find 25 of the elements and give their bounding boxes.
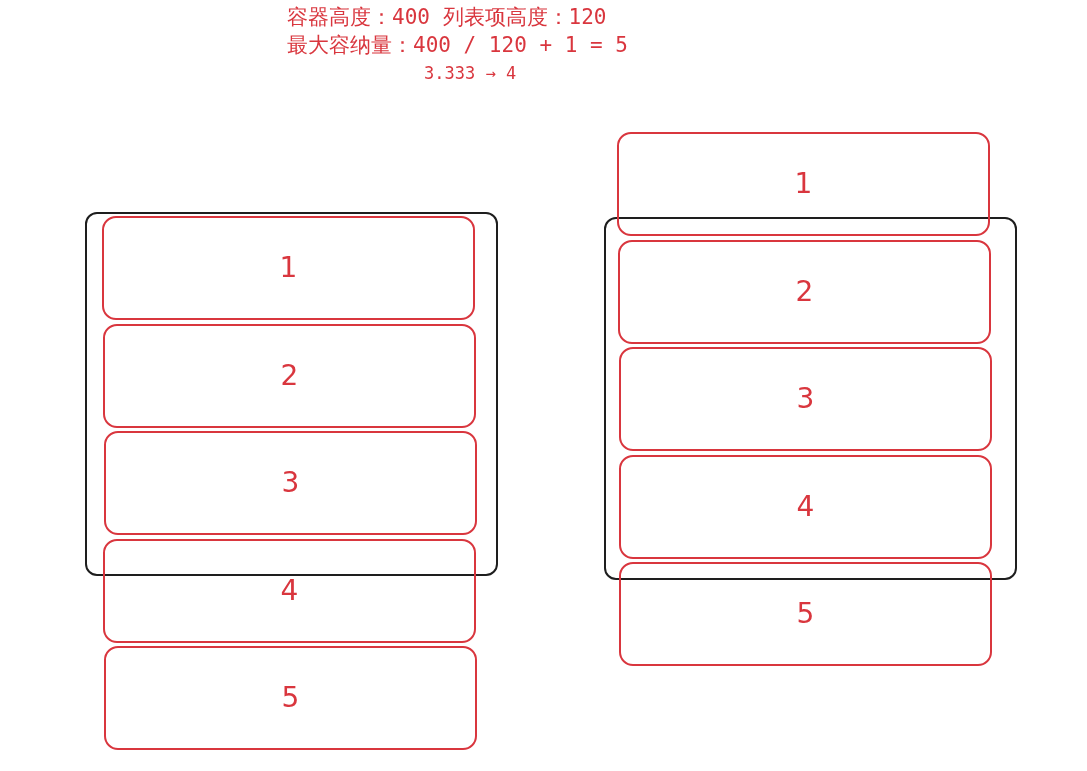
list-item-box	[619, 562, 992, 666]
list-item-box	[102, 216, 475, 320]
list-item-box	[617, 132, 990, 236]
item-number: 2	[795, 278, 814, 306]
item-number: 5	[281, 684, 300, 712]
list-item-box	[104, 431, 477, 535]
list-item-box	[618, 240, 991, 344]
capacity-formula: 最大容纳量：400 / 120 + 1 = 5	[287, 33, 628, 59]
list-item-box	[619, 455, 992, 559]
item-number: 1	[279, 254, 298, 282]
rounding-note: 3.333 → 4	[424, 63, 517, 84]
item-number: 5	[796, 600, 815, 628]
item-number: 2	[280, 362, 299, 390]
list-item-box	[104, 646, 477, 750]
item-number: 4	[796, 493, 815, 521]
list-item-box	[619, 347, 992, 451]
item-number: 4	[280, 577, 299, 605]
item-number: 3	[281, 469, 300, 497]
container-height-note: 容器高度：400 列表项高度：120	[287, 5, 607, 31]
item-number: 3	[796, 385, 815, 413]
list-item-box	[103, 324, 476, 428]
container-frame	[604, 217, 1017, 580]
item-number: 1	[794, 170, 813, 198]
container-frame	[85, 212, 498, 576]
list-item-box	[103, 539, 476, 643]
